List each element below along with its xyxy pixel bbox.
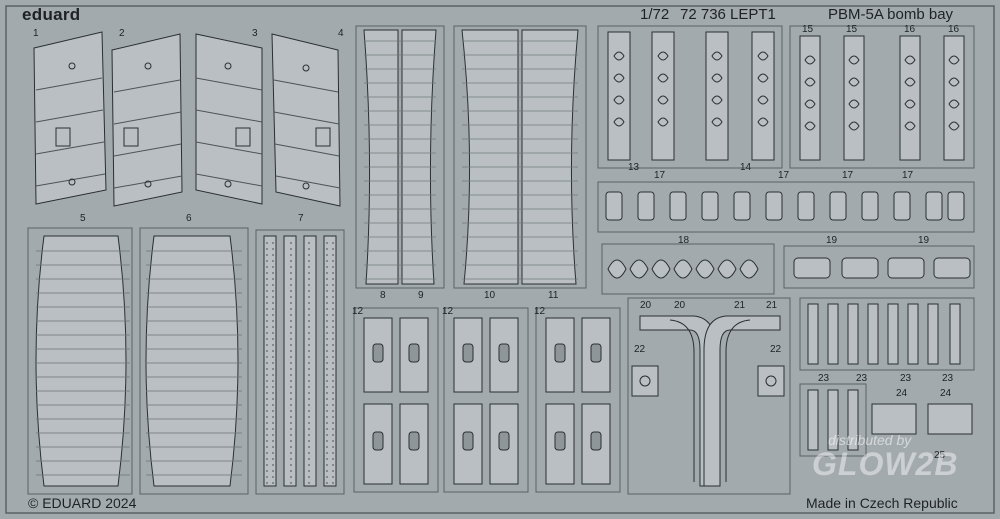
part-number: 23	[900, 373, 912, 384]
door-ribs	[35, 77, 341, 189]
part-18-row	[607, 259, 759, 279]
door-2	[111, 33, 183, 207]
part-number: 17	[842, 170, 854, 181]
distributor-watermark-logo: GLOW2B	[812, 446, 959, 482]
part-number: 5	[80, 213, 86, 224]
part-20-inner	[669, 319, 695, 482]
part-21-right	[703, 315, 781, 487]
part-number: 1	[33, 28, 39, 39]
part-number: 15	[802, 24, 814, 35]
part-number: 23	[942, 373, 954, 384]
part-19-row	[793, 257, 971, 279]
part-22-right	[757, 365, 785, 397]
part-number: 17	[902, 170, 914, 181]
part-number: 23	[818, 373, 830, 384]
part-12-groups	[353, 307, 621, 493]
part-number: 17	[654, 170, 666, 181]
part-number: 16	[948, 24, 960, 35]
part-23-lower-frame	[799, 383, 867, 457]
part-number: 14	[740, 162, 752, 173]
door-3	[195, 33, 263, 205]
part-number: 23	[856, 373, 868, 384]
part-number: 13	[628, 162, 640, 173]
part-number: 7	[298, 213, 304, 224]
part-number: 12	[352, 306, 364, 317]
rack-frame-13-14	[597, 25, 783, 169]
part-12-holes	[372, 343, 602, 451]
racks-15-16	[799, 35, 965, 161]
part-number: 21	[766, 300, 778, 311]
fret-frame	[5, 5, 995, 514]
part-number: 4	[338, 28, 344, 39]
origin-text: Made in Czech Republic	[806, 495, 958, 511]
door-panels-1-4	[33, 31, 341, 207]
panel-frame-6	[139, 227, 249, 495]
racks-13-14	[607, 31, 775, 161]
part-18-frame	[601, 243, 775, 295]
part-23-row	[807, 303, 961, 365]
part-17-row	[605, 191, 965, 221]
door-1	[33, 31, 107, 205]
part-number: 19	[826, 235, 838, 246]
part-number: 24	[940, 388, 952, 399]
part-24	[871, 403, 973, 435]
part-20-22-frame	[627, 297, 791, 495]
part-number: 12	[534, 306, 546, 317]
rack-frame-15-16	[789, 25, 975, 169]
part-number: 19	[918, 235, 930, 246]
part-number: 20	[640, 300, 652, 311]
strips-7	[263, 235, 337, 487]
part-number: 6	[186, 213, 192, 224]
part-number: 3	[252, 28, 258, 39]
part-17-frame	[597, 181, 975, 233]
part-number: 15	[846, 24, 858, 35]
part-number: 21	[734, 300, 746, 311]
part-number: 12	[442, 306, 454, 317]
door-windows	[55, 62, 331, 190]
part-number: 24	[896, 388, 908, 399]
part-number: 17	[778, 170, 790, 181]
part-number: 11	[548, 290, 559, 301]
part-number: 22	[770, 344, 782, 355]
rack-teardrops-13-14	[613, 51, 769, 127]
product-title: PBM-5A bomb bay	[828, 6, 954, 23]
part-23-frame	[799, 297, 975, 371]
panel-frame-10-11	[453, 25, 587, 289]
panel-frame-5	[27, 227, 133, 495]
part-number: 2	[119, 28, 125, 39]
part-number: 16	[904, 24, 916, 35]
part-number: 9	[418, 290, 424, 301]
part-number: 25	[934, 450, 946, 461]
panel-frame-8-9	[355, 25, 445, 289]
part-number: 20	[674, 300, 686, 311]
strip-frame-7	[255, 229, 345, 495]
rack-teardrops-15-16	[804, 55, 960, 131]
product-code: 72 736 LEPT1	[680, 6, 776, 23]
part-21-inner	[725, 319, 751, 482]
part-19-frame	[783, 245, 975, 289]
copyright-text: © EDUARD 2024	[28, 495, 137, 511]
part-22-left	[631, 365, 659, 397]
part-number: 8	[380, 290, 386, 301]
part-number: 18	[678, 235, 690, 246]
scale-label: 1/72	[640, 6, 670, 23]
brand-logo: eduard	[22, 5, 81, 24]
distributor-watermark-text: distributed by	[828, 432, 912, 448]
door-4	[271, 33, 341, 207]
part-number: 22	[634, 344, 646, 355]
part-number: 10	[484, 290, 496, 301]
